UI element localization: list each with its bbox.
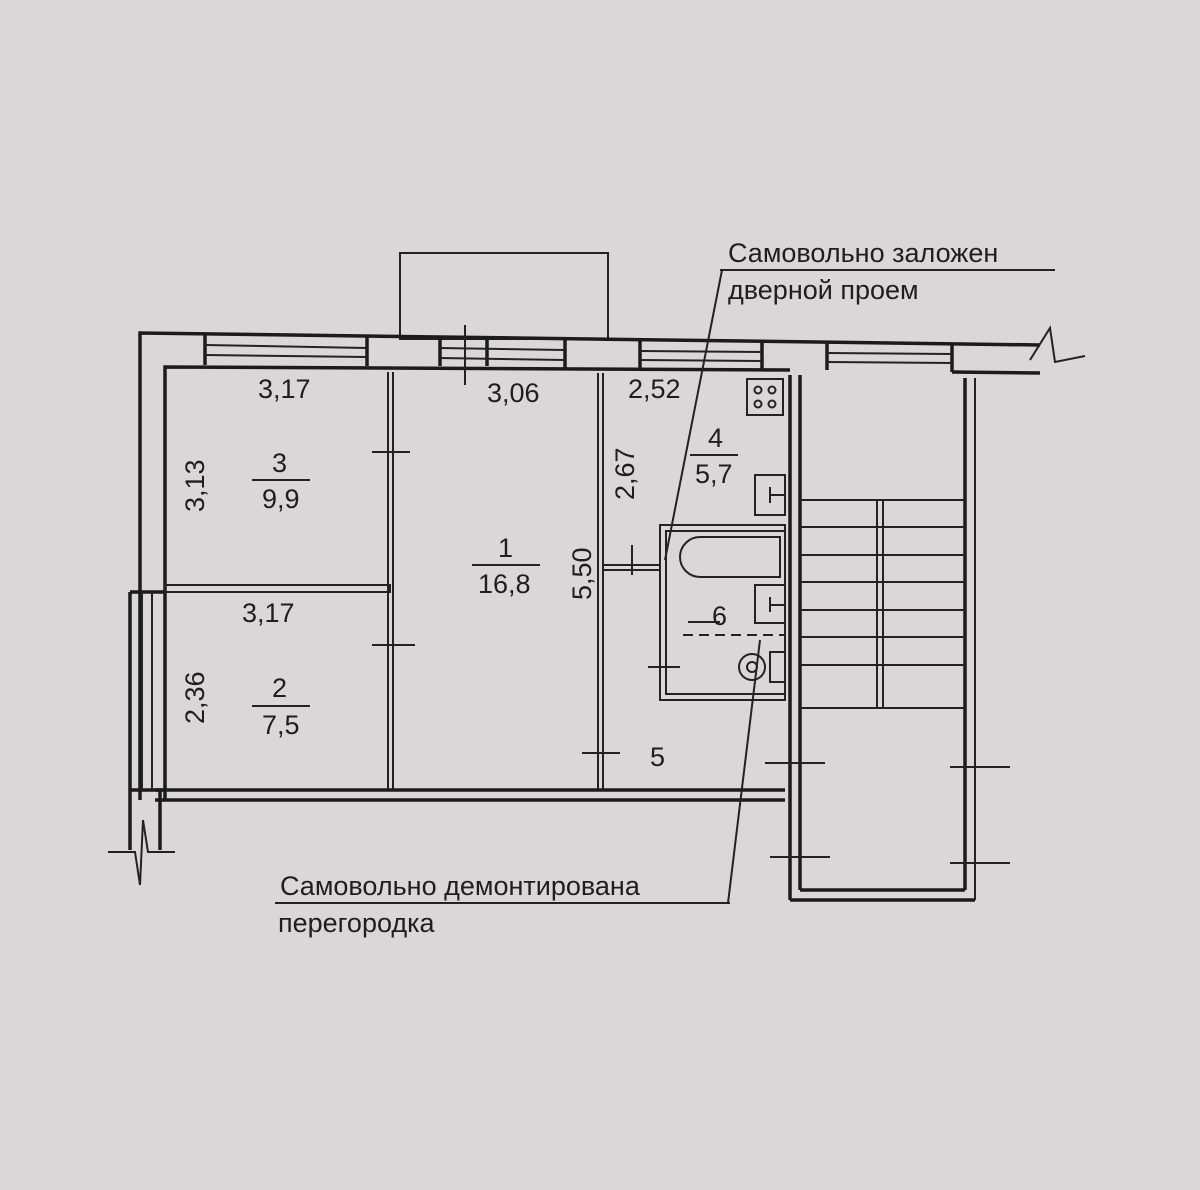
room3-area: 9,9 xyxy=(262,484,300,514)
leader-line-bottom xyxy=(727,639,761,904)
note-blocked-doorway-line2: дверной проем xyxy=(728,275,919,305)
interior-walls xyxy=(155,372,976,902)
dim-kitchen-depth: 2,67 xyxy=(610,447,640,500)
dim-kitchen-width: 2,52 xyxy=(628,374,681,404)
washbasin-icon xyxy=(754,584,786,624)
note-removed-partition-line1: Самовольно демонтирована xyxy=(280,871,641,901)
staircase xyxy=(800,499,965,709)
dim-room3-width: 3,17 xyxy=(258,374,311,404)
room1-number: 1 xyxy=(498,533,513,563)
dim-room1-width: 3,06 xyxy=(487,378,540,408)
room4-area: 5,7 xyxy=(695,459,733,489)
room2-number: 2 xyxy=(272,673,287,703)
room1-area: 16,8 xyxy=(478,569,531,599)
stove-icon xyxy=(746,378,784,416)
dim-room2-width: 3,17 xyxy=(242,598,295,628)
room2-area: 7,5 xyxy=(262,710,300,740)
kitchen-sink-icon xyxy=(754,474,786,516)
bathtub-icon xyxy=(679,536,781,578)
balcony xyxy=(399,252,609,340)
room3-number: 3 xyxy=(272,448,287,478)
exterior-wall-top xyxy=(138,325,1086,800)
dim-room2-depth: 2,36 xyxy=(180,671,210,724)
dim-room1-depth: 5,50 xyxy=(567,547,597,600)
toilet-icon xyxy=(738,651,786,683)
exterior-wall-left xyxy=(108,590,175,886)
room5-number: 5 xyxy=(650,742,665,772)
note-blocked-doorway-line1: Самовольно заложен xyxy=(728,238,998,268)
door-markers xyxy=(372,451,1010,864)
note-removed-partition-line2: перегородка xyxy=(278,908,436,938)
room4-number: 4 xyxy=(708,423,723,453)
room6-number: 6 xyxy=(712,601,727,631)
dim-room3-depth: 3,13 xyxy=(180,459,210,512)
leader-line-top xyxy=(664,269,723,561)
